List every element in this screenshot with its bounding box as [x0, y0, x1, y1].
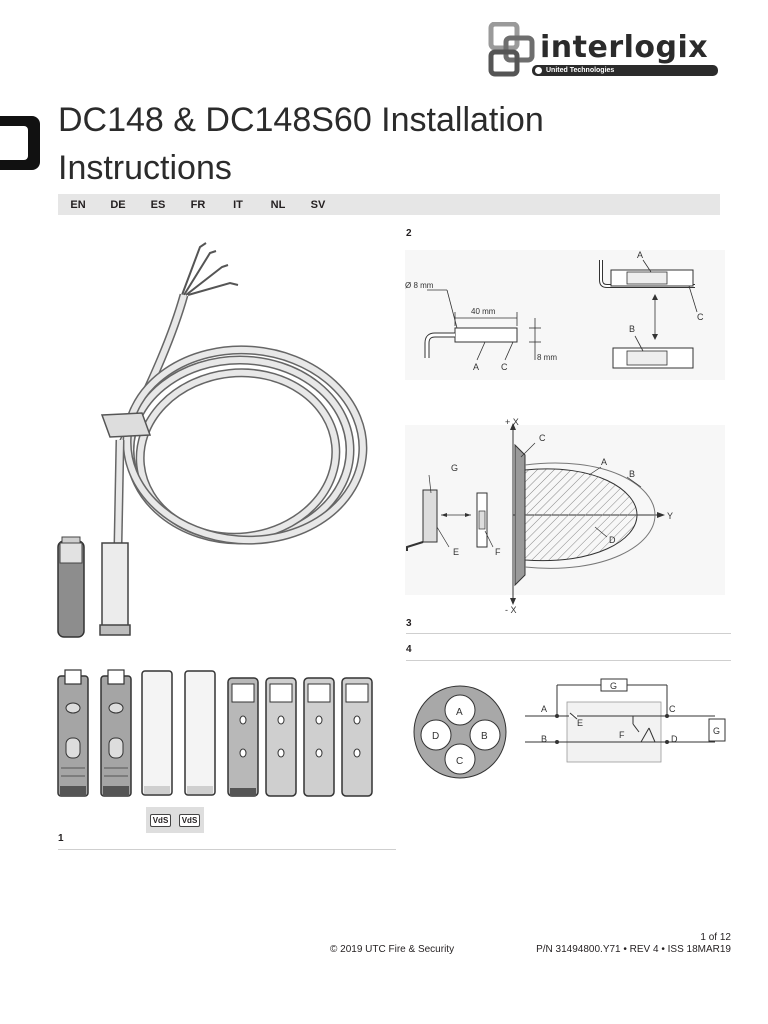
brand-tagline-bar: United Technologies	[532, 65, 718, 76]
pin-b: B	[481, 731, 488, 742]
figure-1-rule	[58, 849, 396, 850]
figure-4-number: 4	[406, 644, 412, 655]
language-nl[interactable]: NL	[270, 198, 286, 211]
page-title-line1: DC148 & DC148S60 Installation	[58, 101, 544, 139]
figure-1-brackets-illustration	[57, 669, 373, 797]
axis-y: Y	[667, 511, 673, 521]
language-es[interactable]: ES	[150, 198, 166, 211]
language-de[interactable]: DE	[110, 198, 126, 211]
circuit-label-g-right: G	[713, 726, 720, 736]
label-e-field: E	[453, 547, 459, 557]
part-number: P/N 31494800.Y71 • REV 4 • ISS 18MAR19	[536, 944, 731, 955]
figure-3-number: 3	[406, 618, 412, 629]
figure-2-number: 2	[406, 228, 412, 239]
language-sv[interactable]: SV	[310, 198, 326, 211]
vds-logo-1: VdS	[149, 813, 172, 827]
pin-c: C	[456, 756, 463, 767]
section-tab-marker-inner	[0, 126, 28, 160]
vds-certification: VdS VdS	[146, 807, 204, 833]
label-d-field: D	[609, 535, 616, 545]
circuit-label-d: D	[671, 734, 678, 744]
figure-2-dimensions-diagram: Ø 8 mm 40 mm 8 mm A C A C B	[405, 250, 725, 380]
length-label: 40 mm	[471, 307, 496, 316]
circuit-label-g-top: G	[610, 681, 617, 691]
axis-x-negative: - X	[505, 605, 517, 615]
label-c-right: C	[697, 312, 704, 322]
circuit-label-f: F	[619, 730, 625, 740]
axis-x-positive: + X	[505, 417, 519, 427]
label-a-dim: A	[473, 362, 479, 372]
page-title-line2: Instructions	[58, 149, 232, 187]
label-c-dim: C	[501, 362, 508, 372]
brand-tagline: United Technologies	[546, 67, 615, 74]
utc-logo-icon	[535, 67, 542, 74]
page-number: 1 of 12	[700, 932, 731, 943]
page-title: DC148 & DC148S60 Installation Instructio…	[58, 96, 718, 192]
figure-1-number: 1	[58, 833, 64, 844]
vds-logo-2: VdS	[178, 813, 201, 827]
circuit-label-e: E	[577, 718, 583, 728]
label-b-field: B	[629, 469, 635, 479]
label-f-field: F	[495, 547, 501, 557]
language-it[interactable]: IT	[233, 198, 243, 211]
label-a-top: A	[637, 250, 643, 260]
diameter-label: Ø 8 mm	[405, 281, 434, 290]
figure-4-wiring-diagram: A D B C A B C D E F G G	[413, 678, 726, 779]
label-c-field: C	[539, 433, 546, 443]
language-fr[interactable]: FR	[190, 198, 206, 211]
pin-d: D	[432, 731, 439, 742]
language-bar: EN DE ES FR IT NL SV	[58, 194, 720, 215]
label-g-field: G	[451, 463, 458, 473]
interlogix-logo-icon	[488, 22, 535, 77]
circuit-label-a: A	[541, 704, 547, 714]
circuit-label-b: B	[541, 734, 547, 744]
figure-2-detection-field-diagram: + X - X Y C A B D G E F	[405, 417, 725, 615]
label-a-field: A	[601, 457, 607, 467]
figure-3-rule	[406, 633, 731, 634]
pin-a: A	[456, 707, 463, 718]
circuit-label-c: C	[669, 704, 676, 714]
figure-4-rule	[406, 660, 731, 661]
language-en[interactable]: EN	[70, 198, 86, 211]
label-b-top: B	[629, 324, 635, 334]
copyright: © 2019 UTC Fire & Security	[330, 944, 455, 955]
figure-1-cable-illustration	[57, 242, 368, 638]
brand-name: interlogix	[540, 30, 709, 65]
height-label: 8 mm	[537, 353, 557, 362]
